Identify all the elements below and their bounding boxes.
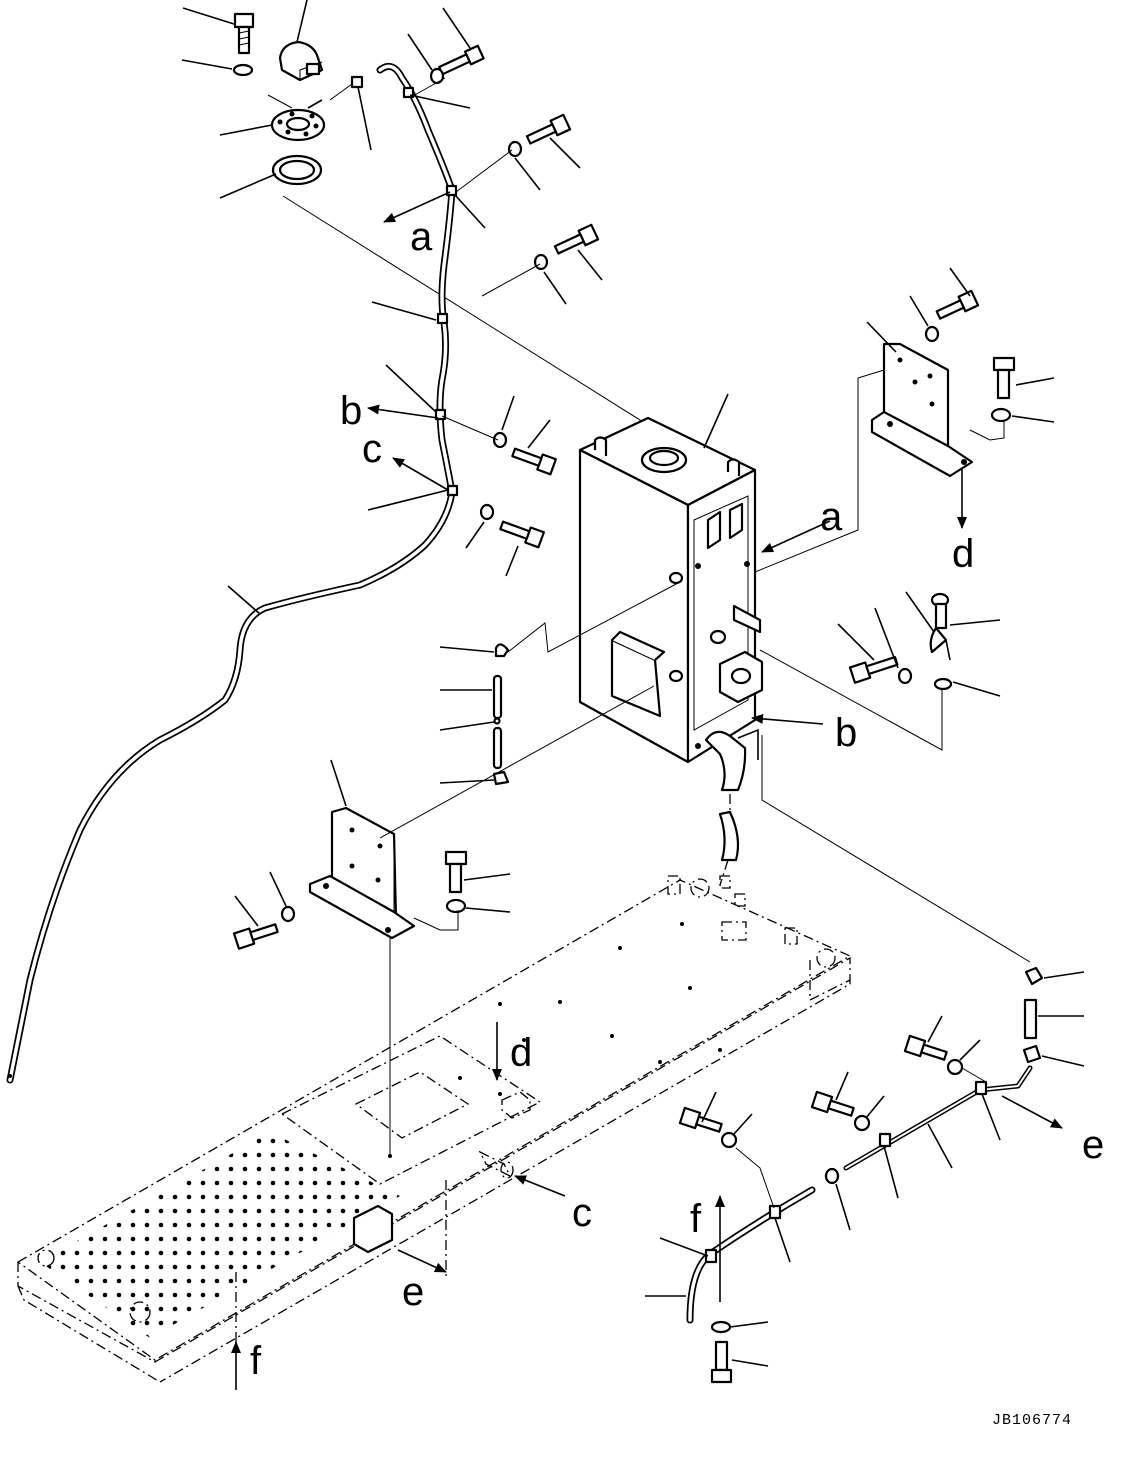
ref-label-e: e bbox=[402, 1270, 424, 1314]
ref-arrow-e bbox=[1001, 1095, 1063, 1129]
ref-label-a: a bbox=[820, 495, 843, 539]
washer-icon bbox=[479, 503, 495, 521]
washer-icon bbox=[720, 1131, 738, 1149]
washer-icon bbox=[492, 431, 508, 449]
hose-clamp-icon bbox=[974, 1080, 988, 1096]
filler-cap-group bbox=[181, 0, 372, 199]
outlet-hose-icon bbox=[718, 810, 740, 862]
hose-clamp-icon bbox=[436, 312, 449, 325]
washer-icon bbox=[445, 898, 467, 914]
washer-icon bbox=[897, 667, 913, 685]
ref-label-c: c bbox=[572, 1191, 592, 1235]
ref-label-d: d bbox=[510, 1031, 532, 1075]
filler-flange-icon bbox=[270, 99, 326, 142]
hose-clamp-icon bbox=[878, 1132, 892, 1148]
ref-label-b: b bbox=[340, 389, 362, 433]
washer-icon bbox=[824, 1167, 840, 1185]
washer-icon bbox=[710, 1320, 732, 1334]
washer-icon bbox=[990, 407, 1012, 423]
clip-icon bbox=[350, 75, 364, 89]
ref-arrow-b bbox=[751, 713, 824, 725]
washer-icon bbox=[280, 905, 296, 923]
gasket-icon bbox=[271, 154, 323, 186]
outlet-elbow-icon bbox=[704, 730, 747, 792]
washer-icon bbox=[232, 63, 254, 77]
bolt-icon bbox=[903, 1034, 948, 1061]
bolt-icon bbox=[499, 520, 545, 549]
ref-label-a: a bbox=[410, 215, 433, 259]
ref-label-d: d bbox=[952, 532, 974, 576]
ref-arrow-b bbox=[367, 404, 439, 419]
hose-clamp-icon bbox=[445, 184, 458, 197]
bolt-icon bbox=[810, 1090, 855, 1117]
washer-icon bbox=[429, 67, 445, 85]
mount-bracket-right bbox=[870, 342, 974, 478]
drain-tube-right bbox=[686, 966, 1085, 1324]
ref-arrow-e bbox=[397, 1249, 447, 1273]
bolt-icon bbox=[992, 356, 1016, 400]
bolt-icon bbox=[710, 1340, 733, 1384]
ref-arrow-c bbox=[392, 457, 449, 491]
ref-label-c: c bbox=[362, 427, 382, 471]
ref-arrow-c bbox=[514, 1175, 566, 1197]
plug-icon bbox=[933, 677, 953, 691]
breather-hose bbox=[6, 62, 459, 1084]
ref-label-e: e bbox=[1082, 1123, 1104, 1167]
bolt-icon bbox=[233, 12, 255, 55]
hose-clamp-icon bbox=[446, 484, 459, 497]
bolt-icon bbox=[511, 447, 557, 476]
hose-clamp-icon bbox=[402, 86, 415, 99]
washer-icon bbox=[507, 140, 523, 158]
bolt-icon bbox=[232, 923, 279, 950]
sensor-switch-icon bbox=[929, 592, 951, 661]
drawing-code: JB106774 bbox=[992, 1412, 1072, 1429]
ref-arrow-a bbox=[761, 520, 831, 553]
ref-label-f: f bbox=[250, 1339, 262, 1383]
bolt-icon bbox=[935, 289, 980, 320]
ref-label-f: f bbox=[690, 1197, 702, 1241]
bolt-icon bbox=[848, 655, 899, 684]
frame-structure bbox=[16, 875, 852, 1383]
washer-icon bbox=[853, 1114, 871, 1132]
washer-icon bbox=[533, 253, 549, 271]
level-sensor-icon bbox=[718, 650, 764, 704]
mount-bracket-left bbox=[308, 806, 416, 940]
ref-arrow-a bbox=[383, 191, 451, 223]
bolt-icon bbox=[444, 850, 468, 894]
washer-icon bbox=[924, 325, 940, 343]
ref-label-b: b bbox=[835, 711, 857, 755]
bolt-icon bbox=[525, 113, 572, 145]
hose-clamp-icon bbox=[768, 1204, 782, 1220]
drain-fittings bbox=[439, 643, 510, 786]
bolt-icon bbox=[553, 223, 600, 255]
hose-clamp-icon bbox=[434, 408, 447, 421]
washer-icon bbox=[946, 1058, 964, 1076]
reservoir-tank bbox=[578, 416, 764, 792]
filler-cap-icon bbox=[278, 40, 324, 82]
bolt-icon bbox=[438, 44, 485, 76]
bolt-icon bbox=[678, 1106, 723, 1133]
hose-bolt-group bbox=[407, 7, 603, 577]
